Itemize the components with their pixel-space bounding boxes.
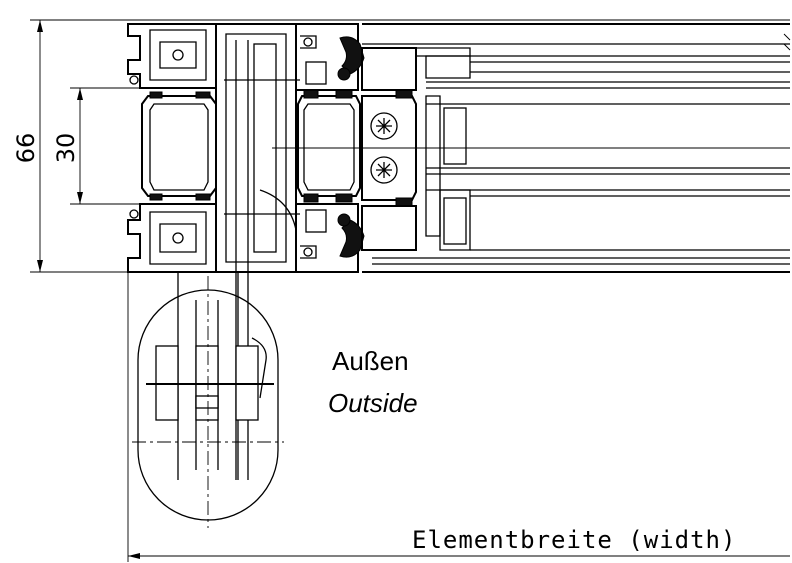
black-seals <box>337 36 365 258</box>
left-gasket-block <box>141 91 217 201</box>
right-frame-profile <box>295 23 359 273</box>
dimension-30 <box>70 87 150 205</box>
dimension-30-label: 30 <box>52 133 80 164</box>
middle-gasket-block <box>297 89 361 203</box>
dimension-66-label: 66 <box>12 133 40 164</box>
glass-unit <box>272 23 791 273</box>
outside-label-en: Outside <box>328 388 418 418</box>
outside-label-de: Außen <box>332 346 409 376</box>
dimension-66 <box>30 19 128 273</box>
element-width-dimension <box>127 272 790 562</box>
element-width-label: Elementbreite (width) <box>412 526 736 554</box>
hinge-detail <box>132 272 284 528</box>
screw-bead <box>361 89 417 207</box>
